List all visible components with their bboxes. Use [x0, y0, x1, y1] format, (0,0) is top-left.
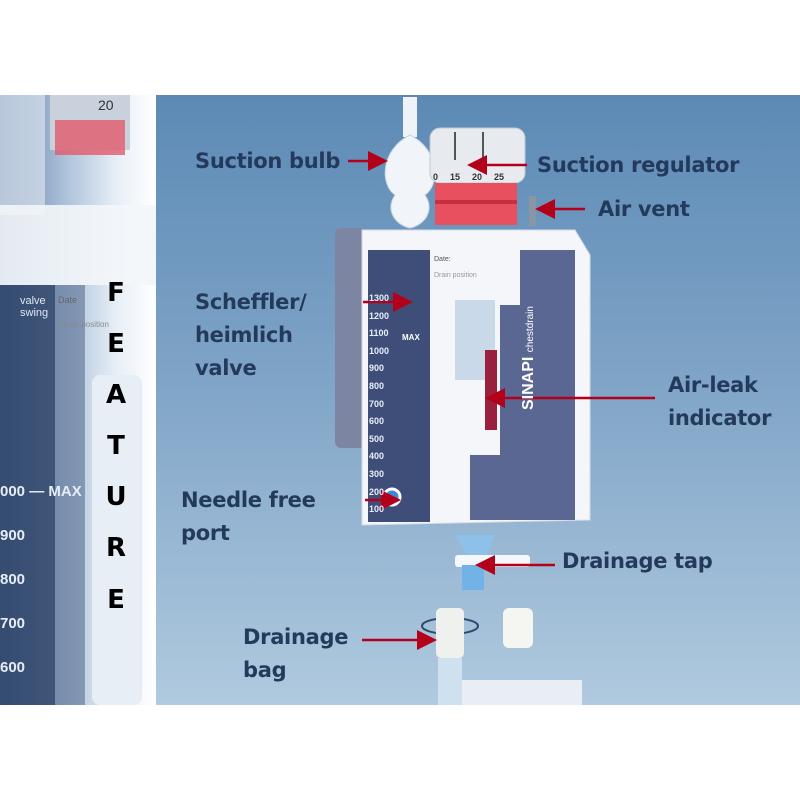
left-drain-label: Drain position: [60, 320, 109, 329]
volume-scale: 1300 1200 1100 1000 900 800 700 600 500 …: [369, 290, 389, 519]
drainage-bag-connector: [436, 608, 464, 658]
left-scale-label: 000 — MAX: [0, 483, 82, 500]
label-needle-line: port: [181, 521, 230, 545]
label-drainage-bag-line: Drainage: [243, 625, 349, 649]
left-scale-label: 600: [0, 659, 26, 676]
label-valve: Scheffler/ heimlich valve: [195, 286, 307, 385]
regulator-scale-value: 25: [494, 172, 505, 182]
label-drainage-tap: Drainage tap: [562, 549, 713, 573]
label-suction-regulator: Suction regulator: [537, 153, 740, 177]
suction-bulb-shape: [384, 134, 436, 229]
left-dial-number: 20: [98, 97, 114, 113]
volume-scale-value: 400: [369, 451, 385, 462]
label-valve-line: valve: [195, 356, 257, 380]
feature-letter: U: [105, 482, 127, 512]
left-scale-label: 700: [0, 615, 26, 632]
label-drainage-bag-line: bag: [243, 658, 287, 682]
drainage-tap-shape: [455, 535, 495, 560]
volume-scale-value: 600: [369, 416, 385, 427]
left-scale-label: 500: [0, 690, 82, 705]
left-valve-label: valve swing: [20, 295, 49, 319]
brand-sub: chestdrain: [525, 306, 536, 353]
feature-letter: R: [105, 533, 127, 563]
left-scale-label: 900: [0, 527, 26, 544]
tube: [403, 97, 417, 137]
left-scale: 000 — MAX 900 800 700 600 500: [0, 470, 82, 705]
label-air-leak-indicator: Air-leak indicator: [668, 369, 771, 435]
date-label: Date:: [434, 256, 451, 263]
label-needle-free-port: Needle free port: [181, 484, 316, 550]
label-valve-line: heimlich: [195, 323, 293, 347]
left-date-label: Date: [58, 295, 78, 305]
label-valve-line: Scheffler/: [195, 290, 307, 314]
volume-scale-value: 200: [369, 486, 385, 497]
label-drainage-bag: Drainage bag: [243, 621, 348, 687]
regulator-scale-value: 20: [472, 172, 483, 182]
volume-scale-value: 100: [369, 504, 385, 515]
volume-scale-value: 900: [369, 363, 385, 374]
drain-position-label: Drain position: [434, 272, 477, 279]
regulator-scale: 0 15 20 25: [433, 172, 504, 182]
volume-scale-value: 300: [369, 468, 385, 479]
feature-letter: A: [105, 380, 127, 410]
label-air-vent: Air vent: [598, 197, 690, 221]
volume-scale-value: 1200: [369, 310, 390, 321]
volume-scale-value: 500: [369, 433, 385, 444]
feature-letter: E: [107, 585, 125, 615]
regulator-scale-value: 15: [450, 172, 461, 182]
volume-scale-value: 800: [369, 380, 385, 391]
left-scale-label: 800: [0, 571, 26, 588]
feature-letter: F: [107, 278, 125, 308]
regulator-scale-value: 0: [433, 172, 439, 182]
brand-logo: SINAPI chestdrain: [520, 306, 538, 410]
feature-letter: E: [107, 329, 125, 359]
volume-scale-value: 1000: [369, 345, 390, 356]
label-needle-line: Needle free: [181, 488, 316, 512]
brand-name: SINAPI: [520, 356, 537, 410]
air-vent-pipe: [529, 196, 536, 226]
label-air-leak-line: Air-leak: [668, 373, 758, 397]
feature-letter: T: [107, 431, 125, 461]
max-label: MAX: [402, 333, 420, 342]
left-photo-illustration: [0, 95, 156, 705]
left-photo-panel: 20 valve swing Date Drain position 000 —…: [0, 95, 156, 705]
volume-scale-value: 700: [369, 398, 385, 409]
label-suction-bulb: Suction bulb: [195, 149, 341, 173]
volume-scale-value: 1300: [369, 293, 390, 303]
volume-scale-value: 1100: [369, 328, 389, 339]
label-air-leak-line: indicator: [668, 406, 772, 430]
